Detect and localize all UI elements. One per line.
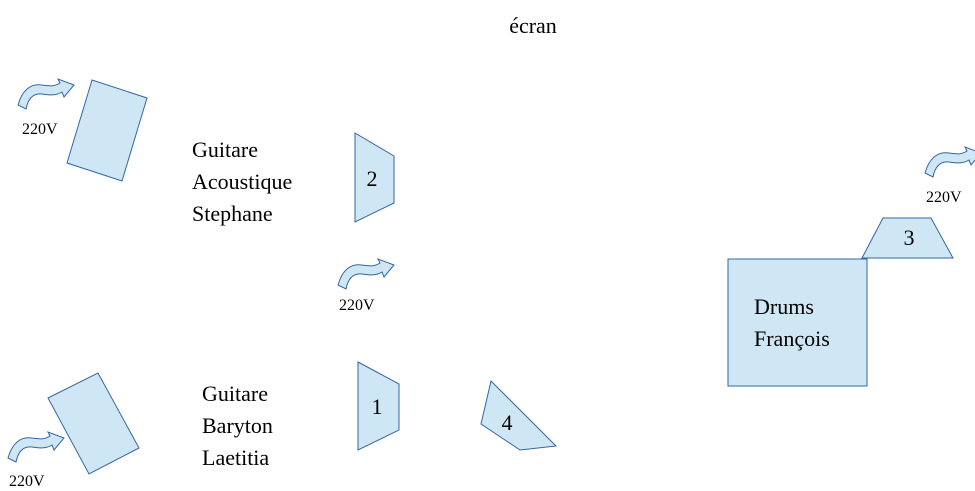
power-bottom-left-label: 220V <box>9 473 45 490</box>
screen-title: écran <box>509 13 557 38</box>
amp-bottom-left <box>47 372 140 475</box>
monitor-1 <box>357 361 400 451</box>
drums-line1: Drums <box>754 294 814 319</box>
baryton-line3: Laetitia <box>202 445 269 470</box>
drums-line2: François <box>754 326 830 351</box>
curved-arrow-icon <box>17 78 75 110</box>
amp-top-left <box>66 79 148 182</box>
monitor-2 <box>354 132 395 223</box>
curved-arrow-icon <box>7 431 65 463</box>
monitor-4-label: 4 <box>502 410 513 435</box>
monitor-3-label: 3 <box>904 225 915 250</box>
baryton-line2: Baryton <box>202 413 273 438</box>
acoustic-line2: Acoustique <box>192 169 292 194</box>
power-right-label: 220V <box>926 189 962 206</box>
curved-arrow-icon <box>924 146 975 178</box>
monitor-4 <box>480 380 558 451</box>
drum-riser <box>727 258 868 387</box>
curved-arrow-icon <box>337 258 395 290</box>
acoustic-line1: Guitare <box>192 137 258 162</box>
power-top-left-label: 220V <box>22 121 58 138</box>
acoustic-line3: Stephane <box>192 201 273 226</box>
baryton-line1: Guitare <box>202 381 268 406</box>
monitor-3 <box>861 217 954 259</box>
monitor-2-label: 2 <box>367 166 378 191</box>
power-center-label: 220V <box>339 297 375 314</box>
monitor-1-label: 1 <box>372 394 383 419</box>
